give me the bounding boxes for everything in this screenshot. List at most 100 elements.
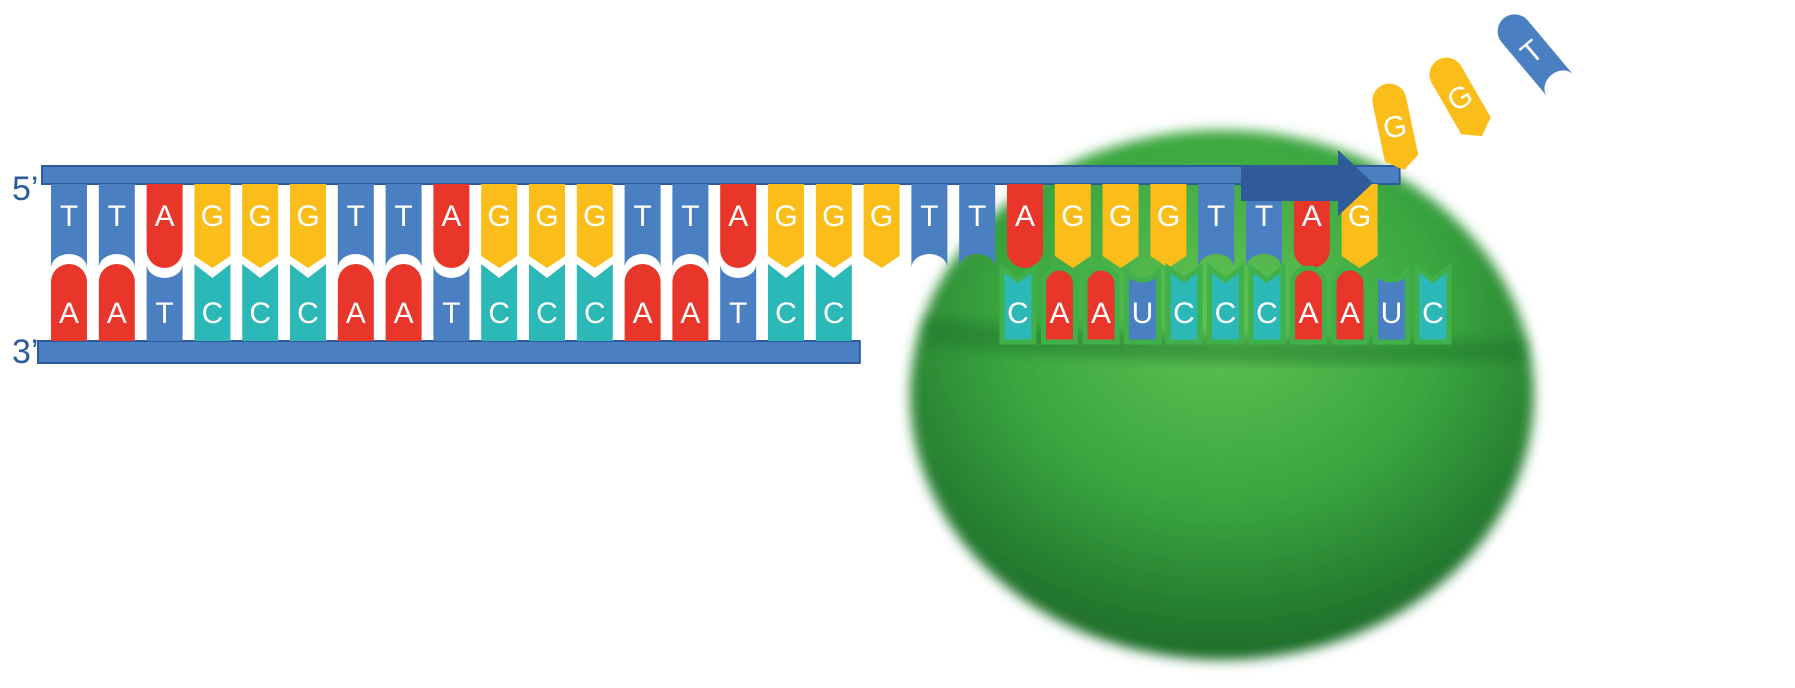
base-G: [290, 184, 326, 268]
bottom-base-label: A: [394, 297, 414, 330]
bottom-strand-base: A: [672, 264, 709, 341]
bottom-base-label: C: [202, 297, 224, 330]
top-strand-base: T: [911, 184, 948, 268]
top-base-label: G: [488, 200, 511, 233]
bottom-strand-base: A: [337, 264, 374, 341]
base-C: [1207, 263, 1244, 345]
bottom-strand-base: C: [529, 264, 565, 341]
base-T: [959, 184, 996, 268]
base-A: [1082, 265, 1120, 345]
base-A: [433, 184, 470, 268]
rna-template-base: C: [1207, 263, 1244, 345]
five-prime-label: 5’: [12, 170, 39, 208]
top-strand-base: G: [529, 184, 565, 268]
base-C: [815, 264, 852, 341]
bottom-base-label: A: [59, 297, 79, 330]
base-C: [576, 264, 613, 341]
rna-template-base: C: [1414, 263, 1452, 345]
rna-template-base: C: [1165, 263, 1203, 345]
bottom-base-label: C: [823, 297, 845, 330]
top-base-label: T: [394, 200, 412, 233]
top-strand-base: G: [1341, 184, 1378, 268]
top-base-label: A: [1302, 200, 1322, 233]
bottom-strand-base: A: [51, 264, 87, 341]
bottom-base-label: A: [680, 297, 700, 330]
base-A: [1331, 265, 1369, 345]
rna-base-label: C: [1422, 297, 1444, 330]
bottom-strand-base: C: [576, 264, 613, 341]
rna-template-base: A: [1331, 265, 1369, 345]
base-A: [1007, 184, 1043, 268]
base-C: [242, 264, 279, 341]
rna-base-label: A: [1091, 297, 1111, 330]
base-T: [385, 184, 422, 268]
base-A: [51, 264, 87, 341]
bottom-strand-base: T: [146, 264, 183, 341]
bottom-strand-base: T: [433, 264, 470, 341]
top-strand-base: G: [290, 184, 326, 268]
bottom-base-label: C: [249, 297, 271, 330]
rna-template-base: A: [1041, 265, 1078, 345]
base-T: [720, 264, 757, 341]
rna-base-label: U: [1132, 297, 1154, 330]
top-strand-base: G: [481, 184, 518, 268]
base-C: [999, 263, 1037, 345]
top-base-label: G: [249, 200, 272, 233]
base-T: [337, 184, 374, 268]
top-strand-base: G: [768, 184, 804, 268]
top-strand-base: G: [1102, 184, 1139, 268]
base-C: [1165, 263, 1203, 345]
bottom-strand-base: A: [624, 264, 661, 341]
top-strand-base: G: [576, 184, 613, 268]
base-C: [194, 264, 231, 341]
top-base-label: G: [1061, 200, 1084, 233]
bottom-base-label: C: [775, 297, 797, 330]
base-G: [481, 184, 518, 268]
bottom-strand-base: A: [385, 264, 422, 341]
free-nucleotide: G: [1372, 83, 1419, 171]
top-base-label: T: [633, 200, 651, 233]
base-G: [576, 184, 613, 268]
base-T: [672, 184, 709, 268]
base-T: [146, 264, 183, 341]
base-G: [1102, 184, 1139, 268]
bottom-base-label: T: [155, 297, 173, 330]
rna-template-base: C: [1248, 263, 1286, 345]
base-C: [529, 264, 565, 341]
base-T: [1497, 14, 1574, 97]
base-T: [433, 264, 470, 341]
top-base-label: T: [108, 200, 126, 233]
top-strand-base: A: [1293, 184, 1330, 268]
rna-template-base: A: [1290, 265, 1327, 345]
top-strand-base: T: [672, 184, 709, 268]
top-base-label: G: [822, 200, 845, 233]
top-strand-base: G: [863, 184, 900, 268]
base-A: [672, 264, 709, 341]
top-strand-base: A: [1007, 184, 1043, 268]
top-base-label: A: [728, 200, 748, 233]
top-strand-base: G: [815, 184, 852, 268]
top-base-label: G: [201, 200, 224, 233]
top-base-label: T: [1207, 200, 1225, 233]
rna-base-label: C: [1173, 297, 1195, 330]
top-base-label: G: [535, 200, 558, 233]
bottom-base-label: A: [107, 297, 127, 330]
bottom-base-label: C: [536, 297, 558, 330]
top-base-label: T: [920, 200, 938, 233]
bottom-base-label: T: [729, 297, 747, 330]
base-C: [768, 264, 804, 341]
top-base-label: A: [441, 200, 461, 233]
base-T: [1246, 184, 1282, 268]
base-T: [911, 184, 948, 268]
base-U: [1373, 267, 1410, 345]
bottom-base-label: T: [442, 297, 460, 330]
base-A: [337, 264, 374, 341]
free-nucleotide: T: [1497, 14, 1574, 97]
bottom-strand-backbone: [37, 340, 861, 364]
bottom-base-label: A: [346, 297, 366, 330]
top-strand-base: G: [242, 184, 279, 268]
top-base-label: G: [1109, 200, 1132, 233]
top-strand-base: T: [1246, 184, 1282, 268]
